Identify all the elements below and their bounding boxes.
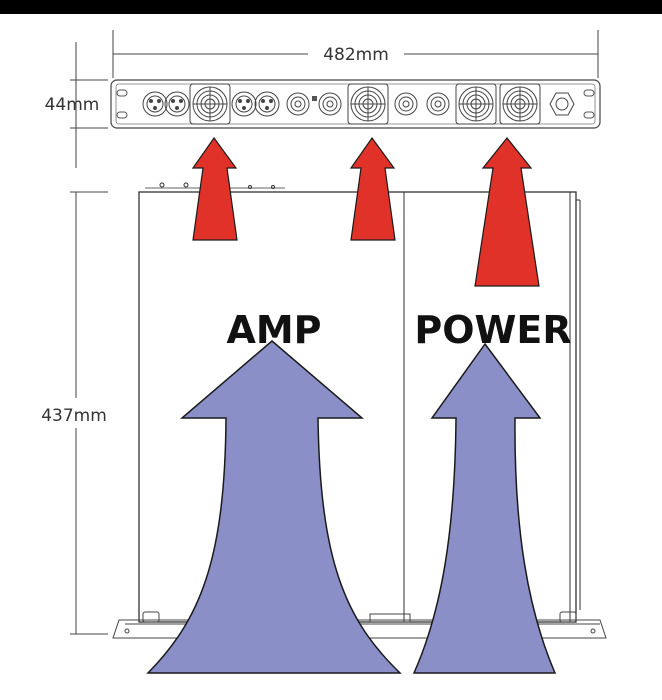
front-panel (110, 79, 601, 129)
intake-arrow-amp (146, 340, 402, 674)
amp-label: AMP (226, 308, 321, 352)
depth-dimension (70, 191, 108, 635)
width-label: 482mm (323, 45, 389, 65)
exhaust-arrow-left (191, 136, 238, 241)
exhaust-arrow-right (474, 137, 540, 287)
speakon-icon (394, 92, 418, 116)
xlr-jack-icon (164, 91, 190, 117)
fan-icon (499, 83, 541, 125)
speakon-icon (318, 92, 342, 116)
power-inlet-icon (549, 92, 575, 116)
depth-label: 437mm (41, 406, 107, 426)
height-dimension (70, 42, 108, 168)
top-black-bar (0, 0, 662, 14)
speakon-icon (286, 92, 310, 116)
height-label: 44mm (45, 95, 100, 115)
intake-arrow-power (412, 342, 557, 674)
exhaust-arrow-middle (349, 136, 396, 241)
xlr-jack-icon (231, 91, 257, 117)
xlr-jack-icon (254, 91, 280, 117)
fan-icon (189, 83, 231, 125)
power-label: POWER (414, 308, 571, 352)
fan-icon (347, 83, 389, 125)
xlr-jack-icon (142, 91, 168, 117)
fan-icon (455, 83, 497, 125)
width-dimension (112, 30, 599, 78)
speakon-icon (426, 92, 450, 116)
